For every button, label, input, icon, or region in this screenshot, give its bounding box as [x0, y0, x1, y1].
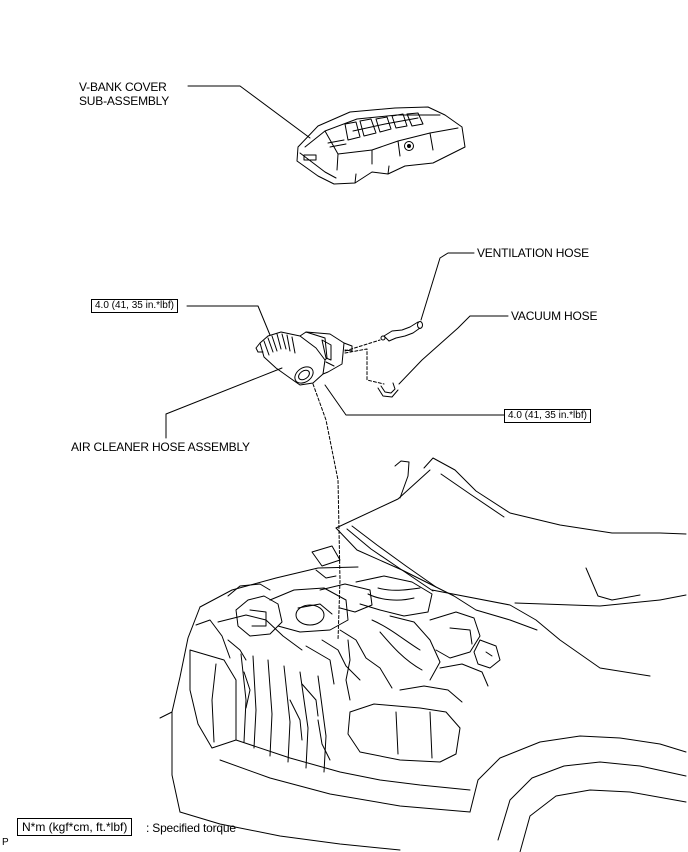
- vacuum-hose-label: VACUUM HOSE: [511, 309, 598, 323]
- torque-unit-legend-box: N*m (kgf*cm, ft.*lbf): [17, 818, 133, 836]
- vacuum-hose-leader-line: [398, 315, 509, 385]
- ventilation-hose-drawing: [380, 321, 423, 342]
- air-cleaner-hose-label: AIR CLEANER HOSE ASSEMBLY: [71, 440, 250, 454]
- v-bank-cover-drawing: [296, 106, 466, 185]
- air-cleaner-hose-leader-line: [165, 367, 283, 439]
- corner-mark: P: [2, 837, 9, 848]
- ventilation-hose-leader-line: [420, 252, 475, 321]
- ventilation-hose-label: VENTILATION HOSE: [477, 246, 589, 260]
- v-bank-cover-label-line2: SUB-ASSEMBLY: [79, 94, 170, 108]
- vacuum-hose-drawing: [377, 382, 399, 398]
- v-bank-leader-line: [187, 85, 311, 139]
- lower-torque-spec: 4.0 (41, 35 in.*lbf): [504, 409, 591, 423]
- connection-dashed-lines: [312, 339, 385, 641]
- torque-legend-description: : Specified torque: [146, 821, 236, 835]
- air-cleaner-hose-drawing: [255, 331, 353, 386]
- vehicle-front-drawing: [159, 457, 687, 852]
- upper-torque-leader-line: [186, 305, 271, 336]
- upper-torque-spec: 4.0 (41, 35 in.*lbf): [91, 299, 178, 313]
- lower-torque-leader-line: [324, 384, 505, 416]
- v-bank-cover-label-line1: V-BANK COVER: [79, 80, 167, 94]
